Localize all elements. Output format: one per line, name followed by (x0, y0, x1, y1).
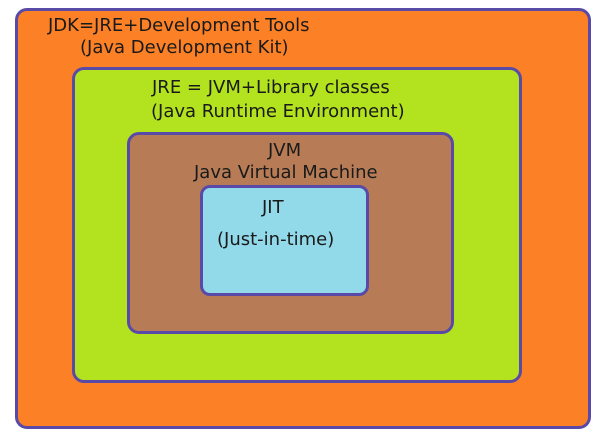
jvm-title: JVM (268, 140, 302, 161)
jvm-subtitle: Java Virtual Machine (194, 162, 378, 183)
jit-subtitle: (Just-in-time) (217, 229, 335, 250)
jre-subtitle: (Java Runtime Environment) (151, 101, 405, 122)
jdk-subtitle: (Java Development Kit) (80, 37, 289, 58)
jit-box (200, 185, 369, 296)
jre-title: JRE = JVM+Library classes (152, 77, 390, 98)
jit-title: JIT (262, 197, 284, 218)
jdk-title: JDK=JRE+Development Tools (48, 15, 310, 36)
